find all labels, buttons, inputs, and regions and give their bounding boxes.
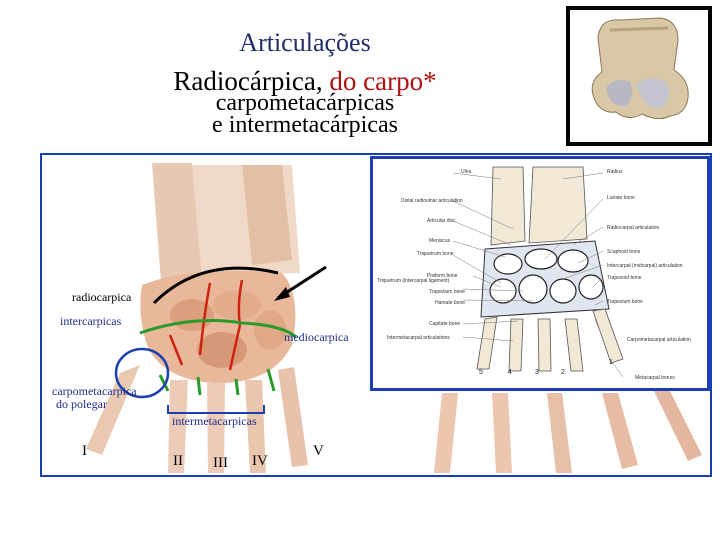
label-intercarpicas: intercarpicas: [60, 314, 122, 328]
diagram-label-radiocarpal: Radiocarpal articulation: [607, 225, 660, 231]
diagram-label-trapezium-left: Trapezium bone: [429, 289, 465, 295]
label-carpometacarpica: carpometacarpica: [52, 384, 137, 398]
slide-subtitle-line1: Radiocárpica, do carpo*: [0, 66, 610, 97]
metacarpal-number-v: V: [313, 443, 324, 459]
diagram-label-radius: Radius: [607, 169, 623, 175]
diagram-label-capitate: Capitate bone: [429, 321, 461, 327]
wrist-joint-diagram: [452, 166, 624, 378]
subtitle-part-a: Radiocárpica,: [173, 66, 330, 96]
diagram-label-pisiform: Pisiform bone: [427, 273, 458, 279]
slide-title: Articulações: [239, 28, 371, 57]
label-mediocarpica: mediocarpica: [284, 330, 349, 344]
diagram-label-scaphoid: Scaphoid bone: [607, 249, 641, 255]
label-intermetacarpicas: intermetacarpicas: [172, 414, 257, 428]
anatomical-diagram: Ulna Distal radioulnar articulation Arti…: [370, 156, 710, 391]
metacarpal-number-i: I: [82, 443, 87, 459]
diagram-label-distal-radioulnar: Distal radioulnar articulation: [401, 198, 463, 204]
diagram-number-3: 3: [535, 369, 539, 376]
bone-photo-frame: [566, 6, 712, 146]
diagram-label-trapezium-right: Trapezium bone: [607, 299, 643, 305]
diagram-label-midcarpal: Intercarpal (midcarpal) articulation: [607, 263, 683, 269]
metacarpal-number-ii: II: [173, 453, 183, 469]
diagram-number-1: 1: [609, 359, 613, 366]
label-do-polegar: do polegar: [56, 397, 107, 411]
metacarpal-number-iii: III: [213, 455, 228, 471]
label-radiocarpica: radiocarpica: [72, 290, 132, 304]
radius-bone-photo: [591, 17, 689, 120]
diagram-label-intermetacarpal: Intermetacarpal articulations: [387, 335, 450, 341]
diagram-label-articular-disc: Articular disc: [427, 218, 456, 224]
diagram-label-triquetrum: Triquetrum bone: [417, 251, 454, 257]
subtitle-part-b: do carpo*: [329, 66, 437, 96]
diagram-label-trapezoid: Trapezoid bone: [607, 275, 642, 281]
diagram-label-carpometacarpal: Carpometacarpal articulation: [627, 337, 691, 343]
slide-subtitle-line3: e intermetacárpicas: [212, 112, 398, 138]
diagram-label-ulna: Ulna: [461, 169, 472, 175]
diagram-label-hamate: Hamate bone: [435, 300, 466, 306]
diagram-number-2: 2: [561, 369, 565, 376]
diagram-label-meniscus: Meniscus: [429, 238, 451, 244]
metacarpal-number-iv: IV: [252, 453, 268, 469]
diagram-label-metacarpals: Metacarpal bones: [635, 375, 675, 381]
diagram-number-5: 5: [479, 369, 483, 376]
slide-subtitle-line2: carpometacárpicas: [215, 90, 395, 116]
diagram-number-4: 4: [508, 369, 512, 376]
diagram-label-lunate: Lunate bone: [607, 195, 635, 201]
diagram-label-intercarpal-ligament: Triquetrum (intercarpal ligament): [377, 278, 450, 284]
